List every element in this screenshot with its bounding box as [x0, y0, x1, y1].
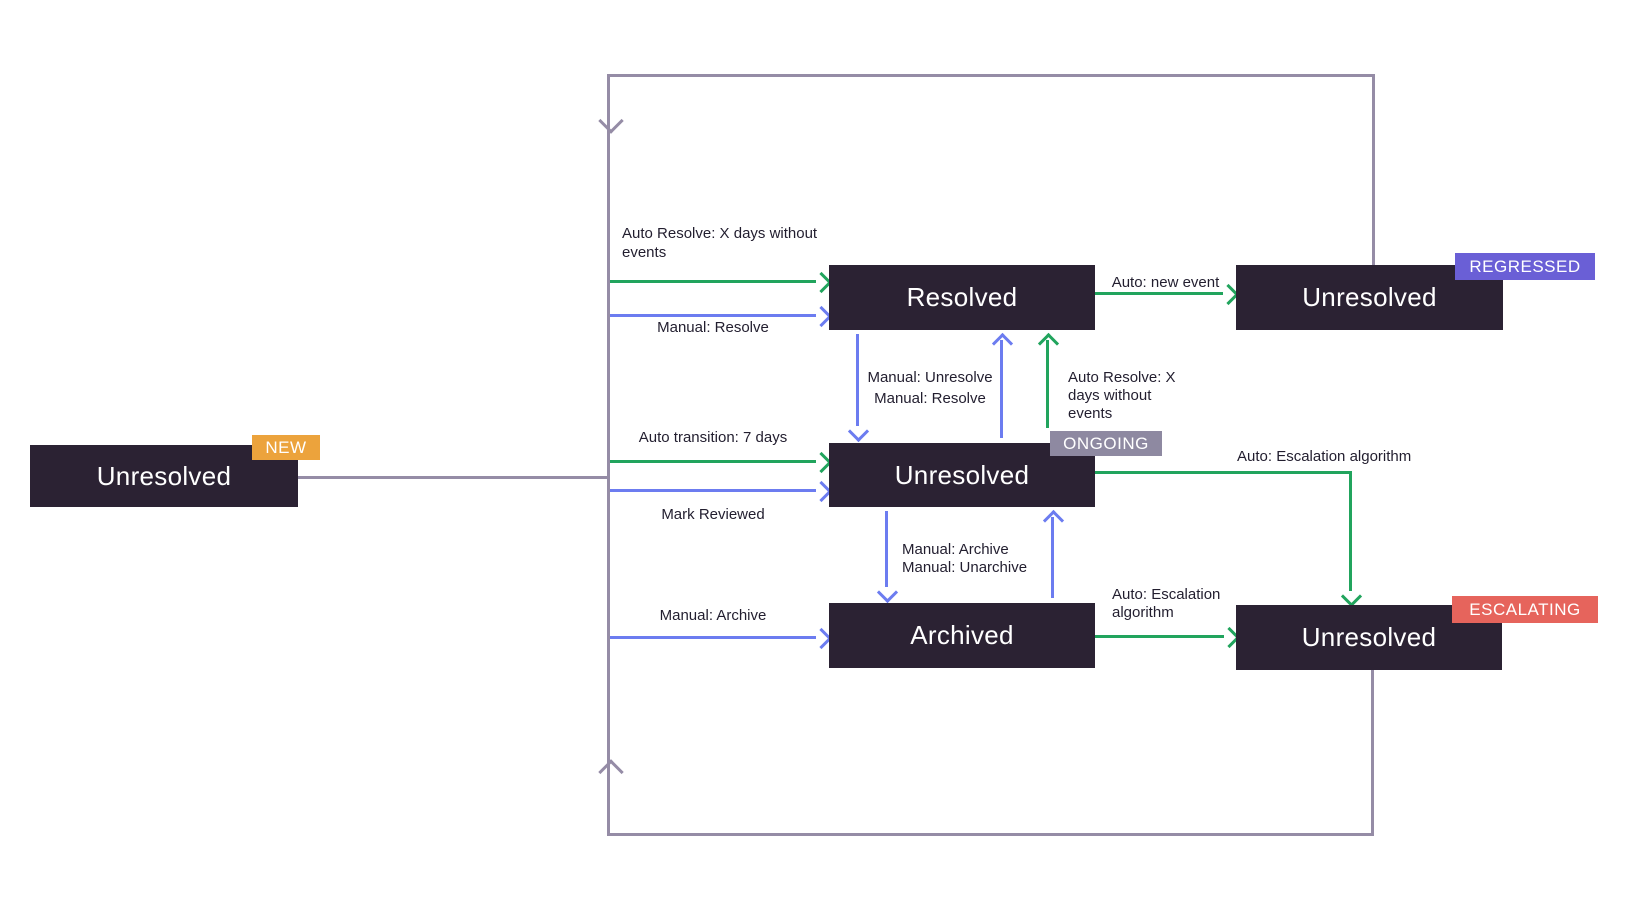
- badge-new: NEW: [252, 435, 320, 460]
- edge-manual-unresolve-line: [856, 334, 859, 426]
- edge-manual-resolve-up-line: [1000, 340, 1003, 438]
- edge-escalation-ongoing-arrowhead-icon: [1340, 585, 1363, 608]
- edge-label-auto-resolve-up: Auto Resolve: X days without events: [1068, 369, 1176, 422]
- loop-line-left-trunk: [607, 74, 610, 836]
- state-ongoing-unresolved: Unresolved: [829, 443, 1095, 507]
- edge-label-manual-archive: Manual: Archive: [659, 607, 767, 624]
- edge-label-auto-transition: Auto transition: 7 days: [638, 429, 788, 446]
- edge-label-auto-new-event: Auto: new event: [1111, 274, 1220, 291]
- edge-manual-archive-down-arrowhead-icon: [876, 581, 899, 604]
- edge-label-manual-resolve: Manual: Resolve: [657, 319, 769, 336]
- state-new-unresolved: Unresolved: [30, 445, 298, 507]
- edge-manual-archive-line: [610, 636, 816, 639]
- edge-escalation-ongoing-hline: [1095, 471, 1352, 474]
- new-connector-line: [298, 476, 608, 479]
- edge-escalation-archived-line: [1095, 635, 1224, 638]
- state-escalating-unresolved-label: Unresolved: [1301, 622, 1437, 652]
- edge-escalation-ongoing-vline: [1349, 471, 1352, 591]
- loop-arrowhead-down-icon: [598, 108, 624, 134]
- loop-line-right-top: [1372, 74, 1375, 266]
- edge-manual-archive-down-line: [885, 511, 888, 587]
- loop-line-top: [607, 74, 1375, 77]
- loop-arrowhead-up-icon: [598, 759, 624, 785]
- state-regressed-unresolved-label: Unresolved: [1302, 282, 1437, 312]
- edge-label-manual-unresolve: Manual: Unresolve: [867, 369, 993, 386]
- edge-auto-transition-line: [610, 460, 816, 463]
- edge-label-manual-archive-down: Manual: Archive: [902, 541, 1009, 558]
- edge-manual-unarchive-line: [1051, 517, 1054, 598]
- edge-manual-unarchive-arrowhead-icon: [1042, 509, 1065, 532]
- edge-label-escalation-ongoing: Auto: Escalation algorithm: [1237, 448, 1412, 465]
- edge-auto-resolve-up-arrowhead-icon: [1037, 332, 1060, 355]
- edge-manual-resolve-line: [610, 314, 816, 317]
- badge-regressed: REGRESSED: [1455, 253, 1595, 280]
- edge-label-manual-unarchive: Manual: Unarchive: [902, 559, 1028, 576]
- state-ongoing-unresolved-label: Unresolved: [894, 459, 1030, 490]
- edge-label-auto-resolve: Auto Resolve: X days without events: [622, 225, 818, 261]
- badge-escalating: ESCALATING: [1452, 596, 1598, 623]
- edge-manual-resolve-up-arrowhead-icon: [991, 332, 1014, 355]
- edge-mark-reviewed-line: [610, 489, 816, 492]
- state-resolved: Resolved: [829, 265, 1095, 330]
- badge-ongoing: ONGOING: [1050, 431, 1162, 456]
- edge-label-mark-reviewed: Mark Reviewed: [661, 506, 765, 523]
- loop-line-right-bottom: [1371, 670, 1374, 836]
- edge-auto-resolve-line: [610, 280, 816, 283]
- state-archived: Archived: [829, 603, 1095, 668]
- edge-label-manual-resolve-up: Manual: Resolve: [874, 390, 986, 407]
- edge-label-escalation-archived: Auto: Escalation algorithm: [1112, 586, 1221, 621]
- state-new-unresolved-label: Unresolved: [96, 460, 232, 491]
- edge-auto-new-event-line: [1095, 292, 1223, 295]
- edge-auto-resolve-up-line: [1046, 340, 1049, 428]
- state-resolved-label: Resolved: [906, 282, 1018, 312]
- state-archived-label: Archived: [910, 620, 1014, 650]
- loop-line-bottom: [607, 833, 1374, 836]
- edge-manual-unresolve-arrowhead-icon: [847, 420, 870, 443]
